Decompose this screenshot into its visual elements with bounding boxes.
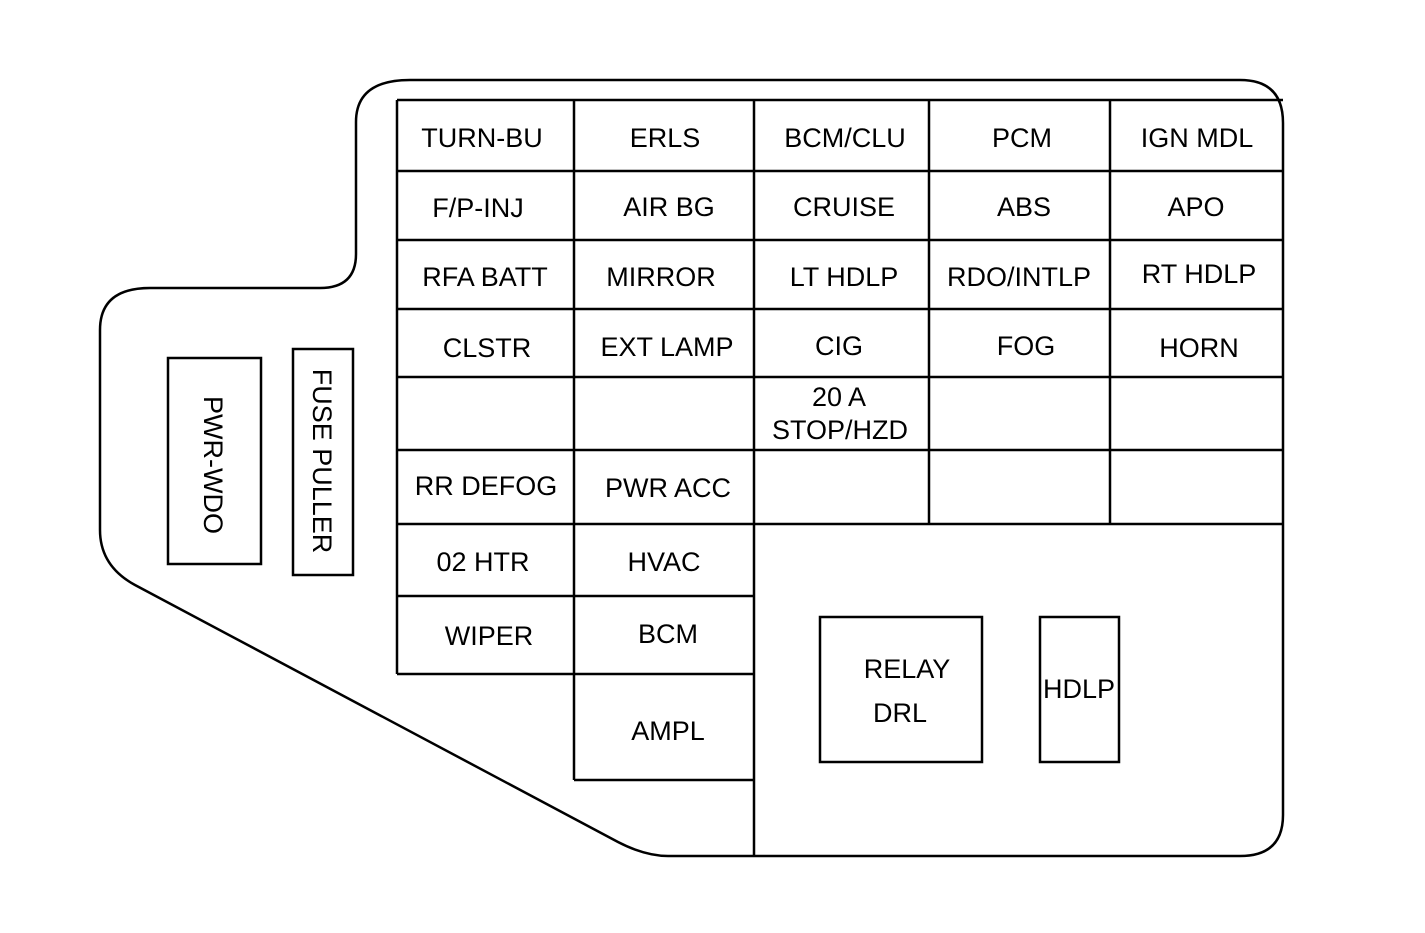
relay-drl xyxy=(818,615,984,764)
fuse-erls: ERLS xyxy=(630,123,701,153)
fuse-pwr-acc: PWR ACC xyxy=(605,473,731,503)
fuse-fog: FOG xyxy=(997,331,1056,361)
relay-hdlp xyxy=(1038,615,1121,764)
fuse-puller-label: FUSE PULLER xyxy=(307,369,337,554)
fuse-rdo-intlp: RDO/INTLP xyxy=(947,262,1091,292)
fuse-fp-inj: F/P-INJ xyxy=(432,193,524,223)
fuse-pcm: PCM xyxy=(992,123,1052,153)
fuse-cruise: CRUISE xyxy=(793,192,895,222)
fuse-cig: CIG xyxy=(815,331,863,361)
fuse-02-htr: 02 HTR xyxy=(436,547,529,577)
relay-hdlp-label: HDLP xyxy=(1043,674,1115,704)
fuse-rfa-batt: RFA BATT xyxy=(422,262,548,292)
fuse-stop-hzd: STOP/HZD xyxy=(772,415,908,445)
pwr-wdo-label: PWR-WDO xyxy=(198,396,228,534)
fuse-rt-hdlp: RT HDLP xyxy=(1142,259,1257,289)
fuse-rr-defog: RR DEFOG xyxy=(415,471,558,501)
fuse-mirror: MIRROR xyxy=(606,262,716,292)
relay-drl-label-line1: RELAY xyxy=(864,654,951,684)
fuse-bcm: BCM xyxy=(638,619,698,649)
pwr-wdo-slot xyxy=(166,356,263,566)
fuse-wiper: WIPER xyxy=(445,621,534,651)
fuse-lt-hdlp: LT HDLP xyxy=(790,262,899,292)
fuse-abs: ABS xyxy=(997,192,1051,222)
fuse-hvac: HVAC xyxy=(627,547,700,577)
fuse-turn-bu: TURN-BU xyxy=(421,123,543,153)
fuse-grid xyxy=(395,98,1283,856)
fuse-block-outline xyxy=(98,78,1285,858)
fuse-ampl: AMPL xyxy=(631,716,705,746)
fuse-apo: APO xyxy=(1167,192,1224,222)
fuse-ext-lamp: EXT LAMP xyxy=(600,332,733,362)
fuse-puller-slot xyxy=(291,347,355,577)
fuse-ign-mdl: IGN MDL xyxy=(1141,123,1254,153)
fuse-air-bg: AIR BG xyxy=(623,192,715,222)
fuse-stop-hzd-amp: 20 A xyxy=(812,382,866,412)
relay-drl-label-line2: DRL xyxy=(873,698,927,728)
fuse-horn: HORN xyxy=(1159,333,1239,363)
fuse-bcm-clu: BCM/CLU xyxy=(784,123,906,153)
fuse-clstr: CLSTR xyxy=(443,333,532,363)
